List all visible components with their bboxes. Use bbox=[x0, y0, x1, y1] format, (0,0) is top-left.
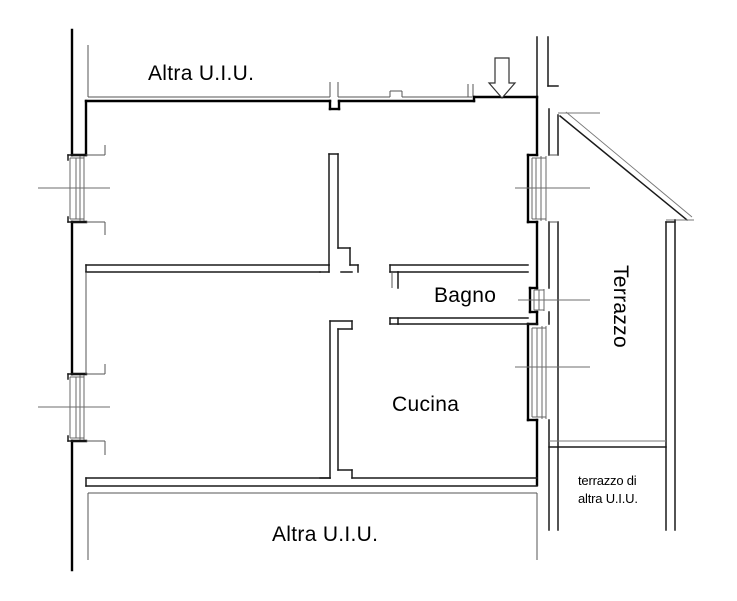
label-other-unit-terrace-line2: altra U.I.U. bbox=[578, 491, 638, 506]
right-main-wall-inner-face bbox=[548, 108, 559, 531]
label-cucina: Cucina bbox=[392, 393, 459, 416]
bottom-other-unit-outline bbox=[87, 492, 538, 560]
window-icon-left-lower bbox=[38, 364, 110, 455]
window-icon-right-cucina bbox=[515, 326, 590, 419]
diagonal-terrace-wall bbox=[558, 111, 694, 222]
cucina-left-wall bbox=[319, 320, 353, 479]
window-icon-right-upper bbox=[515, 154, 590, 223]
top-main-wall bbox=[84, 95, 539, 157]
right-main-wall bbox=[526, 95, 539, 487]
window-icon-right-bagno bbox=[518, 289, 590, 311]
label-bagno: Bagno bbox=[434, 284, 496, 307]
label-terrazzo: Terrazzo bbox=[609, 265, 632, 348]
bottom-main-wall bbox=[85, 477, 538, 487]
window-icon-left-upper bbox=[38, 145, 110, 235]
entry-jamb-wall bbox=[536, 36, 559, 98]
terrace-divider-wall bbox=[548, 440, 667, 448]
left-outer-wall bbox=[70, 28, 88, 572]
label-bottom-other-unit: Altra U.I.U. bbox=[272, 523, 378, 546]
bagno-bottom-wall bbox=[389, 317, 538, 325]
bagno-top-wall bbox=[389, 264, 529, 289]
interior-wall-middle-horizontal bbox=[85, 264, 330, 374]
interior-wall-upper-vertical bbox=[319, 153, 359, 273]
label-top-other-unit: Altra U.I.U. bbox=[148, 62, 254, 85]
label-other-unit-terrace-line1: terrazzo di bbox=[578, 473, 637, 488]
terrace-right-outer-wall bbox=[665, 219, 676, 531]
down-arrow-icon bbox=[487, 57, 517, 99]
